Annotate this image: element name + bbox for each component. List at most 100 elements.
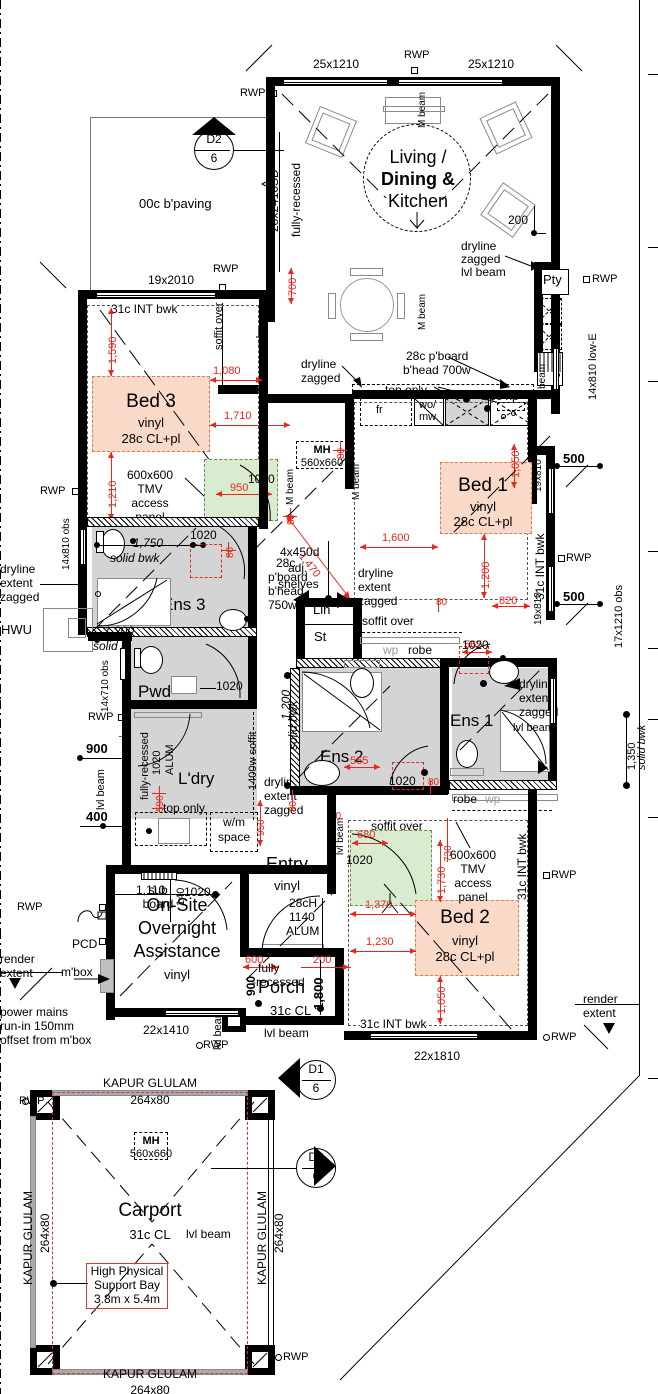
shower-arrow <box>538 760 548 774</box>
osoa-door-swing <box>174 879 228 931</box>
hall-wall-v2 <box>345 394 354 489</box>
render-extent-R1: render <box>583 992 618 1006</box>
hpsb-3: 3.8m x 5.4m <box>93 1292 161 1306</box>
tmv-2: TMV <box>137 482 163 496</box>
window-mullion <box>370 1036 478 1037</box>
ens3-room-name: Ens 3 <box>162 595 206 614</box>
detail-bubble-d1-id: D1 <box>308 1062 324 1076</box>
margin-tick <box>648 551 658 552</box>
entry-floor: vinyl <box>274 878 301 893</box>
dim-200-top: 200 <box>508 213 529 227</box>
int-bwk-v2: 31c INT bwk <box>515 833 529 900</box>
dim-1020-d: 1020 <box>389 774 416 788</box>
window-mullion-v <box>556 348 557 390</box>
pboard750-4: 750w <box>268 598 297 612</box>
dim-arrow <box>256 377 262 383</box>
bed3-diagonal <box>99 309 214 466</box>
solid-bwk-1: solid bwk <box>110 551 160 565</box>
tmv2-3: access <box>454 876 492 890</box>
dryline-extent-L2: extent <box>0 576 33 590</box>
ens2-basin <box>304 760 340 786</box>
dim-590-line <box>159 786 160 812</box>
dryline-zagged-lvl-3: lvl beam <box>461 265 506 279</box>
ens1-toilet <box>456 740 478 768</box>
rwp-label-porch: RWP <box>203 1039 229 1051</box>
dim-arrow <box>210 422 216 428</box>
dryline-extent-L3: zagged <box>0 590 40 604</box>
rwp-marker <box>558 555 565 562</box>
robe-door-center <box>360 637 460 644</box>
dim-1020-f: 1020 <box>346 853 373 867</box>
shelves-arrow-2 <box>337 592 353 608</box>
shelves-1: 4x450d <box>280 545 320 559</box>
dim-565-a: 565 <box>350 755 369 767</box>
zone-leader <box>409 212 425 230</box>
bed2-wall-right-int <box>528 790 537 1040</box>
robe-line <box>222 303 223 387</box>
dim-820: 820 <box>499 595 518 607</box>
window-label-22x1810: 22x1810 <box>414 1049 461 1063</box>
bubble-divider-d3 <box>302 1168 331 1169</box>
rwp-marker <box>72 488 79 495</box>
carport-lvl-beam: lvl beam <box>186 1227 231 1241</box>
boundary-chamfer <box>555 44 583 72</box>
dim-arrow <box>284 422 290 428</box>
dim-arrow <box>462 649 468 655</box>
rwp-label-bed2b: RWP <box>551 1031 577 1043</box>
ens1-shower-curve <box>499 709 549 771</box>
window-mullion <box>96 295 216 296</box>
fitting-dot <box>146 828 152 834</box>
pwd-room-name: Pwd <box>138 682 172 701</box>
toilet-pan-pwd <box>139 646 163 674</box>
solid-bwk-hatch-bot <box>87 627 257 637</box>
pwd-wall-right <box>248 637 257 705</box>
power-mains-3: offset from m'box <box>0 1033 92 1047</box>
tmv2-leader <box>455 821 471 849</box>
carport-slab-outline <box>52 1092 248 1374</box>
dim-arrow <box>492 603 498 609</box>
ldry-door-swing <box>137 713 191 767</box>
dryline-extent-M2: extent <box>264 789 297 803</box>
top-only-1: top only <box>385 383 428 397</box>
hall-leader <box>381 893 399 914</box>
pboard750-1: 28c <box>276 556 296 570</box>
kapur-left-1: KAPUR GLULAM <box>21 1190 35 1285</box>
dim-950b: 950 <box>256 819 267 836</box>
dim-1750: 1,750 <box>133 536 164 550</box>
elec-hp-label: elec hp <box>480 389 519 403</box>
kitchen-bench-wall <box>352 390 560 399</box>
dim-500b-line <box>556 604 602 605</box>
entry-wall-left <box>327 786 336 894</box>
dim-680-line <box>352 843 388 844</box>
dim-500a-line <box>556 466 602 467</box>
detail-bubble-d3-sheet: 6 <box>312 1169 320 1183</box>
shelves-3: shelves <box>278 577 319 591</box>
lvl-beam-ens1: lvl beam <box>513 722 554 734</box>
dim-80-e: 80 <box>428 777 440 788</box>
shelves-2: adj. <box>288 561 308 575</box>
lin-st-divider <box>305 624 353 625</box>
dim-1020-e: 1020 <box>462 638 489 652</box>
osoa-name-1: On-Site <box>146 895 208 915</box>
pwd-door-swing <box>205 643 241 699</box>
dim-point <box>284 782 291 789</box>
basin-tap <box>200 688 216 689</box>
rwp-label-bed3: RWP <box>213 263 239 275</box>
porch-wall-top <box>240 948 344 957</box>
entry-door-swing <box>261 895 321 951</box>
dining-chair <box>350 333 383 341</box>
detail-bubble-d2-id: D2 <box>206 132 222 146</box>
roof-diag-upper <box>281 93 549 201</box>
dim-1710-line <box>210 425 290 426</box>
dryline-leader-2 <box>341 365 362 388</box>
dim-point <box>623 711 630 718</box>
lin-wall-right <box>353 598 362 658</box>
hwu-label: HWU <box>1 622 33 637</box>
rwp-label-top: RWP <box>404 49 430 61</box>
shower-curve <box>96 577 168 627</box>
wp-label-2: wp <box>485 792 501 806</box>
paving-label: 00c b'paving <box>139 196 212 211</box>
ens1-cistern <box>450 768 484 776</box>
carport-roof-diagonals <box>47 1101 255 1365</box>
alum-1140-3: ALUM <box>286 924 320 938</box>
